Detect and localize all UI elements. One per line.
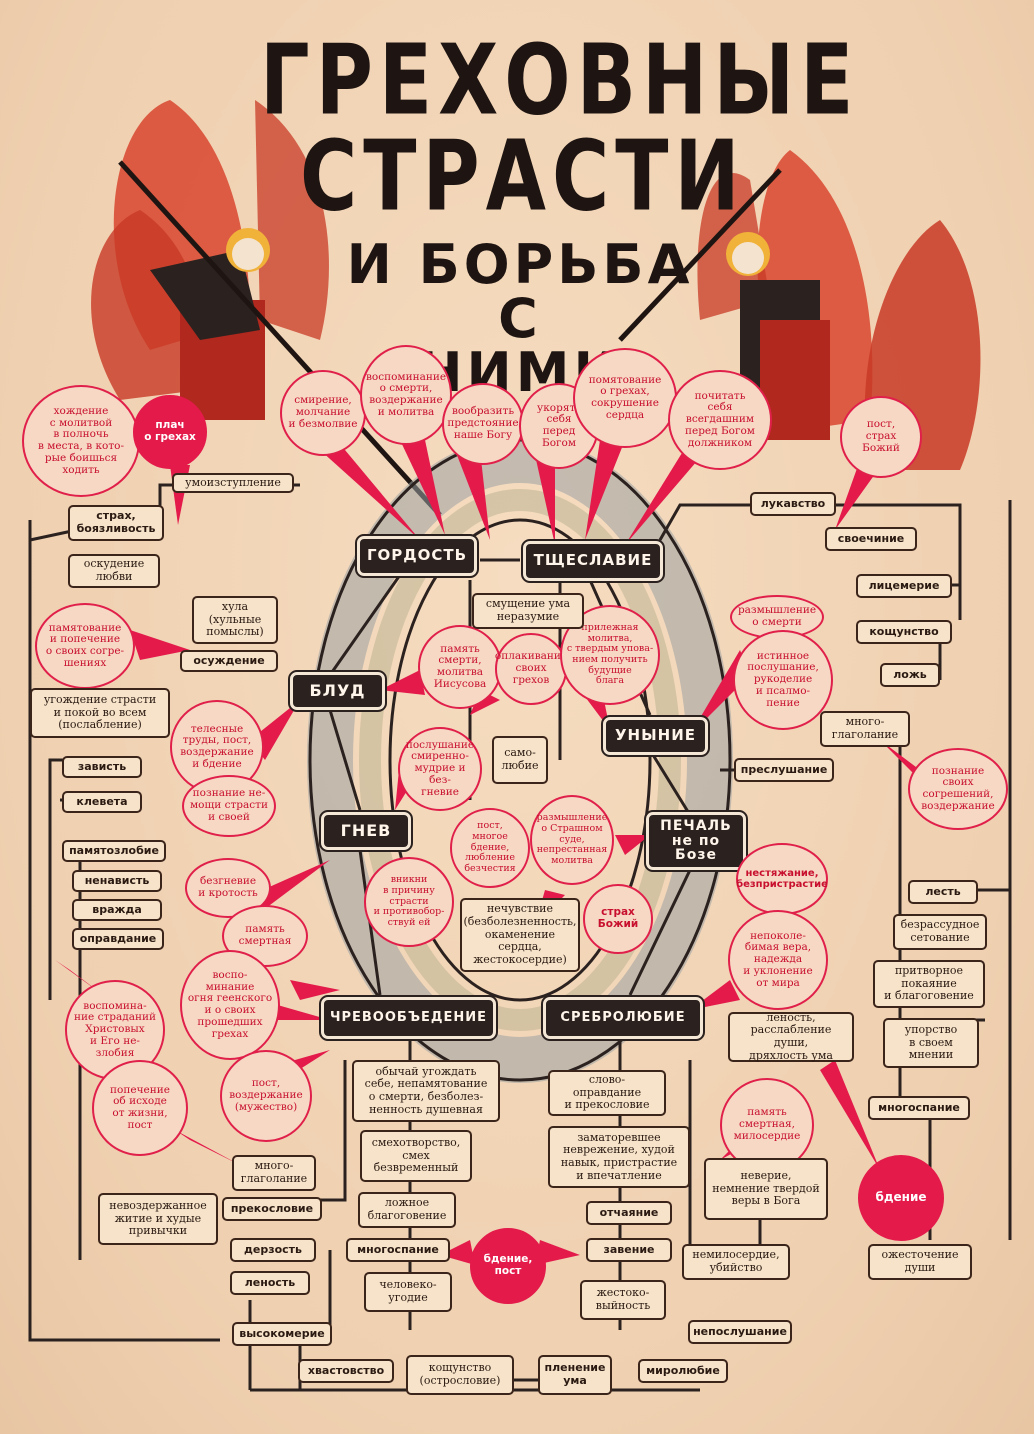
remedy-smirenie: смирение, молчание и безмолвие bbox=[280, 370, 366, 456]
remedy-plach: плач о грехах bbox=[133, 395, 207, 469]
sin-samolyubie: само- любие bbox=[492, 736, 548, 784]
serpent-ring bbox=[307, 437, 733, 1083]
passion-blud: БЛУД bbox=[288, 670, 387, 712]
sin-neposlushanie: непослушание bbox=[688, 1320, 792, 1344]
sin-nevozderzhannoe: невоздержанное житие и худые привычки bbox=[98, 1193, 218, 1245]
sin-otchayanie: отчаяние bbox=[586, 1201, 672, 1225]
remedy-pamyat-miloserdie: память смертная, милосердие bbox=[720, 1078, 814, 1172]
sin-strakh: страх, боязливость bbox=[68, 505, 164, 541]
remedy-vospominanie-ognya: воспо- минание огня геенского и о своих … bbox=[180, 950, 280, 1060]
passion-pechal: ПЕЧАЛЬ не по Бозе bbox=[644, 810, 748, 872]
sin-zavist: зависть bbox=[62, 756, 142, 778]
sin-svoechinie: своечиние bbox=[825, 527, 917, 551]
sin-zhestoko: жестоко- выйность bbox=[580, 1280, 666, 1320]
sin-oskudenie-lyubvi: оскудение любви bbox=[68, 554, 160, 588]
sin-opravdanie: оправдание bbox=[72, 928, 164, 950]
sin-mnogoglagolanie-right: много- глаголание bbox=[820, 711, 910, 747]
remedy-ukoryat: укорять себя перед Богом bbox=[519, 383, 599, 469]
left-angel-illustration bbox=[91, 100, 442, 517]
sin-mnogospanie-right: многоспание bbox=[868, 1096, 970, 1120]
sin-koshchunstvo: кощунство bbox=[856, 620, 952, 644]
sin-neverie: неверие, немнение твердой веры в Бога bbox=[704, 1158, 828, 1220]
sin-nemiloserdie: немилосердие, убийство bbox=[682, 1244, 790, 1280]
sin-ozhestochenie: ожесточение души bbox=[868, 1244, 972, 1280]
remedy-nepokolebimaya: непоколе- бимая вера, надежда и уклонени… bbox=[728, 910, 828, 1010]
sin-lenost-dushi: леность, расслабление души, дряхлость ум… bbox=[728, 1011, 854, 1062]
sin-plenenie: пленение ума bbox=[538, 1355, 612, 1395]
sin-lest: лесть bbox=[908, 880, 978, 904]
sin-osuzhdenie: осуждение bbox=[180, 650, 278, 672]
sin-nechuvstvie: нечувствие (безболезненность, окаменение… bbox=[460, 898, 580, 972]
sin-zavenie: завение bbox=[586, 1238, 672, 1262]
sin-litsemerie: лицемерие bbox=[856, 574, 952, 598]
remedy-poznanie-svoikh: познание своих согрешений, воздержание bbox=[908, 748, 1008, 830]
title-line-3: И БОРЬБА bbox=[346, 233, 694, 296]
sin-pritvornoe: притворное покаяние и благоговение bbox=[873, 960, 985, 1008]
remedy-bdenie-post: бдение, пост bbox=[470, 1228, 546, 1304]
remedy-nestyazhanie: нестяжание, безпристрастие bbox=[736, 843, 828, 915]
sin-khvastovstvo: хвастовство bbox=[298, 1359, 394, 1383]
sin-vrazhda: вражда bbox=[72, 899, 162, 921]
remedy-popechenie: попечение об исходе от жизни, пост bbox=[92, 1060, 188, 1156]
remedy-khozhdenie: хождение с молитвой в полночь в места, в… bbox=[22, 385, 140, 497]
remedy-post-strakh: пост, страх Божий bbox=[840, 396, 922, 478]
remedy-pomyatovanie: помятование о грехах, сокрушение сердца bbox=[573, 348, 677, 448]
sin-ugozhdenie: угождение страсти и покой во всем (посла… bbox=[30, 688, 170, 738]
passion-gordost: ГОРДОСТЬ bbox=[355, 534, 479, 578]
remedy-poznanie-nemoshchi: познание не- мощи страсти и своей bbox=[182, 775, 276, 837]
sin-lozhnoe: ложное благоговение bbox=[358, 1192, 456, 1228]
sin-cheloveko: человеко- угодие bbox=[364, 1272, 452, 1312]
remedy-istinnoe: истинное послушание, рукоделие и псалмо-… bbox=[733, 630, 833, 730]
sin-umoizstuplenie: умоизступление bbox=[172, 473, 294, 493]
sin-obychay: обычай угождать себе, непамятование о см… bbox=[352, 1060, 500, 1122]
sin-vysokomerie: высокомерие bbox=[232, 1322, 332, 1346]
sin-uporstvo: упорство в своем мнении bbox=[883, 1018, 979, 1068]
title-line-2: СТРАСТИ bbox=[300, 120, 746, 234]
remedy-pamyatovanie: памятование и попечение о своих согре- ш… bbox=[35, 603, 135, 689]
remedy-post-vozderzhanie: пост, воздержание (мужество) bbox=[220, 1050, 312, 1142]
remedy-poslushanie: послушание смиренно- мудрие и без- гневи… bbox=[398, 727, 482, 811]
sin-slovoopravdanie: слово- оправдание и прекословие bbox=[548, 1070, 666, 1116]
remedy-vospominanie-smerti: воспоминание о смерти, воздержание и мол… bbox=[360, 345, 452, 445]
sin-lukavstvo: лукавство bbox=[750, 492, 836, 516]
sin-bezrassudnoe: безрассудное сетование bbox=[893, 914, 987, 950]
sin-kleveta: клевета bbox=[62, 791, 142, 813]
sin-prekoslovie: прекословие bbox=[222, 1197, 322, 1221]
sin-lozh: ложь bbox=[880, 663, 940, 687]
sin-pamyatozlobie: памятозлобие bbox=[62, 840, 166, 862]
sin-smushchenie: смущение ума неразумие bbox=[472, 593, 584, 629]
passion-chrevoobedenie: ЧРЕВООБЪЕДЕНИЕ bbox=[319, 995, 498, 1041]
remedy-razmyshlenie-sud: размышление о Страшном суде, непрестанна… bbox=[530, 795, 614, 885]
remedy-bdenie: бдение bbox=[858, 1155, 944, 1241]
remedy-voobrazit: вообразить предстояние наше Богу bbox=[442, 383, 524, 465]
sin-smekhotvorstvo: смехотворство, смех безвременный bbox=[360, 1130, 472, 1182]
sin-khula: хула (хульные помыслы) bbox=[192, 596, 278, 644]
sin-preslushanie: преслушание bbox=[734, 758, 834, 782]
title-line-1: ГРЕХОВНЫЕ bbox=[260, 24, 860, 138]
passion-unynie: УНЫНИЕ bbox=[601, 715, 710, 757]
remedy-vnikni: вникни в причину страсти и противобор- с… bbox=[364, 857, 454, 947]
remedy-pochitat: почитать себя всегдашним перед Богом дол… bbox=[668, 370, 772, 470]
remedy-oplakivanie: оплакивание своих грехов bbox=[495, 633, 567, 705]
sin-nenavist: ненависть bbox=[72, 870, 162, 892]
remedy-strakh-bozhiy: страх Божий bbox=[583, 884, 653, 954]
sin-derzost: дерзость bbox=[230, 1238, 316, 1262]
remedy-pamyat-smerti: память смерти, молитва Иисусова bbox=[418, 625, 502, 709]
sin-koshchunstvo-bottom: кощунство (острословие) bbox=[406, 1355, 514, 1395]
sin-zamatorevshee: заматоревшее неврежение, худой навык, пр… bbox=[548, 1126, 690, 1188]
sin-mnogospanie-center: многоспание bbox=[346, 1238, 450, 1262]
passion-gnev: ГНЕВ bbox=[319, 810, 413, 852]
passion-srebrolyubie: СРЕБРОЛЮБИЕ bbox=[541, 995, 705, 1041]
remedy-post-mnogoe: пост, многое бдение, любление безчестия bbox=[450, 808, 530, 888]
passion-tshcheslavie: ТЩЕСЛАВИЕ bbox=[521, 539, 665, 583]
sin-lenost: леность bbox=[230, 1271, 310, 1295]
sin-mnogoglagolanie-left: много- глаголание bbox=[232, 1155, 316, 1191]
sin-mirolyubie: миролюбие bbox=[638, 1359, 728, 1383]
